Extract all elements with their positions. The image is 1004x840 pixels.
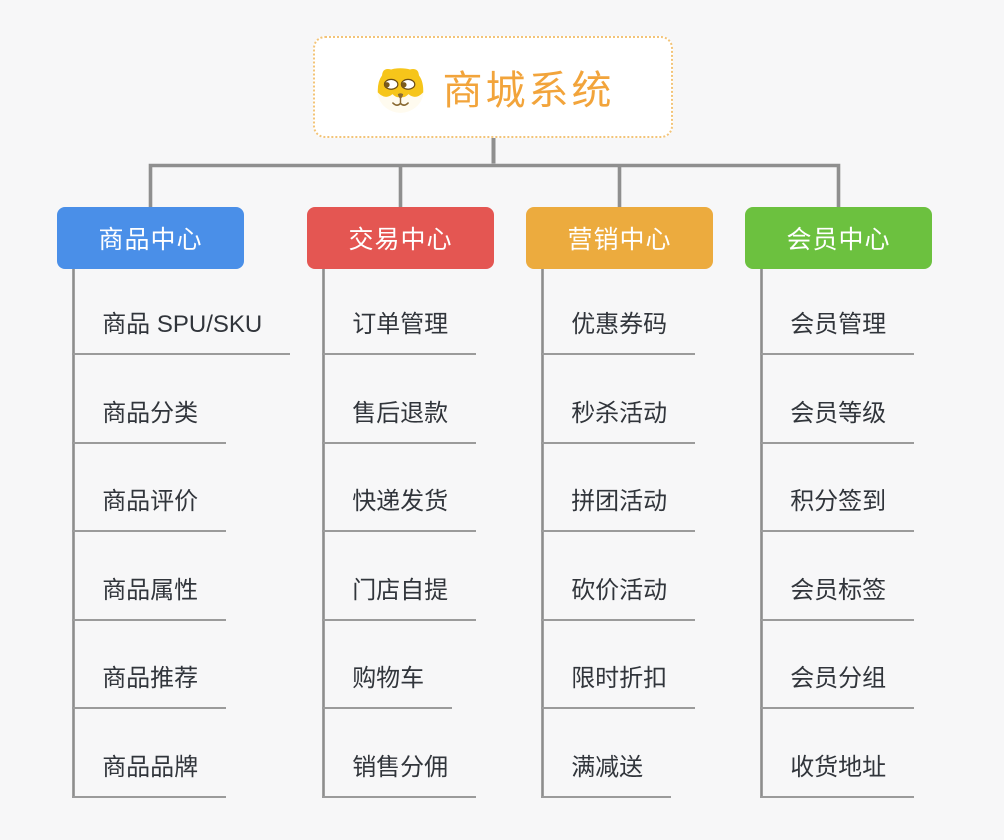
leaf-node-marketing-center-1[interactable]: 优惠券码 bbox=[541, 309, 696, 355]
branch-label: 营销中心 bbox=[567, 226, 672, 254]
leaf-node-member-center-3[interactable]: 积分签到 bbox=[760, 486, 915, 533]
leaf-node-member-center-4[interactable]: 会员标签 bbox=[760, 575, 915, 621]
leaf-node-member-center-2[interactable]: 会员等级 bbox=[760, 398, 915, 444]
leaf-node-product-center-1[interactable]: 商品 SPU/SKU bbox=[72, 309, 291, 355]
root-node[interactable]: 商城系统 bbox=[313, 36, 673, 138]
leaf-node-marketing-center-2[interactable]: 秒杀活动 bbox=[541, 398, 696, 444]
leaf-node-product-center-4[interactable]: 商品属性 bbox=[72, 575, 227, 621]
branch-node-member-center[interactable]: 会员中心 bbox=[745, 207, 932, 269]
leaf-node-product-center-6[interactable]: 商品品牌 bbox=[72, 752, 227, 798]
leaf-node-trade-center-2[interactable]: 售后退款 bbox=[322, 398, 477, 444]
leaf-node-product-center-5[interactable]: 商品推荐 bbox=[72, 663, 227, 710]
leaf-node-marketing-center-5[interactable]: 限时折扣 bbox=[541, 663, 696, 710]
branch-node-product-center[interactable]: 商品中心 bbox=[57, 207, 244, 269]
leaf-node-member-center-6[interactable]: 收货地址 bbox=[760, 752, 915, 798]
leaf-node-trade-center-1[interactable]: 订单管理 bbox=[322, 309, 477, 355]
branch-node-marketing-center[interactable]: 营销中心 bbox=[526, 207, 713, 269]
root-title: 商城系统 bbox=[442, 69, 615, 113]
branch-label: 交易中心 bbox=[348, 226, 453, 254]
leaf-node-product-center-2[interactable]: 商品分类 bbox=[72, 398, 227, 444]
branch-label: 会员中心 bbox=[786, 226, 891, 254]
leaf-node-member-center-1[interactable]: 会员管理 bbox=[760, 309, 915, 355]
leaf-node-trade-center-4[interactable]: 门店自提 bbox=[322, 575, 477, 621]
leaf-node-trade-center-6[interactable]: 销售分佣 bbox=[322, 752, 477, 798]
leaf-node-trade-center-5[interactable]: 购物车 bbox=[322, 663, 453, 710]
leaf-node-marketing-center-4[interactable]: 砍价活动 bbox=[541, 575, 696, 621]
branch-node-trade-center[interactable]: 交易中心 bbox=[307, 207, 494, 269]
dog-face-icon bbox=[376, 68, 424, 113]
leaf-node-trade-center-3[interactable]: 快递发货 bbox=[322, 486, 477, 533]
leaf-node-marketing-center-6[interactable]: 满减送 bbox=[541, 752, 672, 798]
leaf-node-marketing-center-3[interactable]: 拼团活动 bbox=[541, 486, 696, 533]
leaf-node-member-center-5[interactable]: 会员分组 bbox=[760, 663, 915, 710]
branch-label: 商品中心 bbox=[98, 226, 203, 254]
leaf-node-product-center-3[interactable]: 商品评价 bbox=[72, 486, 227, 533]
